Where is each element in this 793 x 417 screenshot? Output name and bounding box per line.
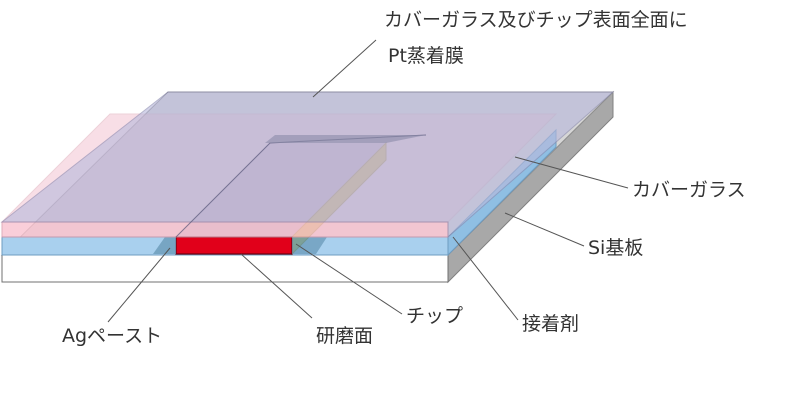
leader-chip bbox=[295, 243, 403, 315]
label-pt-film-line1: カバーガラス及びチップ表面全面に bbox=[384, 9, 688, 31]
leader-polished-surface bbox=[240, 253, 313, 319]
si-substrate-front bbox=[1, 254, 449, 283]
label-cover-glass: カバーガラス bbox=[632, 179, 746, 201]
chip-opening-top bbox=[265, 135, 426, 143]
leader-pt-film bbox=[312, 39, 377, 98]
label-si-substrate: Si基板 bbox=[588, 237, 644, 259]
label-adhesive: 接着剤 bbox=[522, 313, 580, 335]
label-chip: チップ bbox=[406, 305, 464, 327]
ag-paste-left bbox=[153, 237, 176, 254]
pt-film bbox=[0, 91, 615, 239]
label-ag-paste: Agペースト bbox=[62, 325, 163, 347]
ag-paste-right bbox=[292, 237, 327, 254]
label-pt-film-line2: Pt蒸着膜 bbox=[388, 45, 464, 67]
label-polished-surface: 研磨面 bbox=[316, 325, 374, 347]
ag-paste bbox=[153, 237, 327, 254]
leader-lines bbox=[107, 39, 629, 323]
leader-si-substrate bbox=[504, 212, 585, 247]
leader-ag-paste bbox=[107, 247, 171, 323]
polished-surface bbox=[175, 236, 293, 255]
cover-glass-front bbox=[1, 221, 449, 238]
leader-adhesive bbox=[452, 236, 519, 321]
leader-cover-glass bbox=[514, 156, 629, 189]
